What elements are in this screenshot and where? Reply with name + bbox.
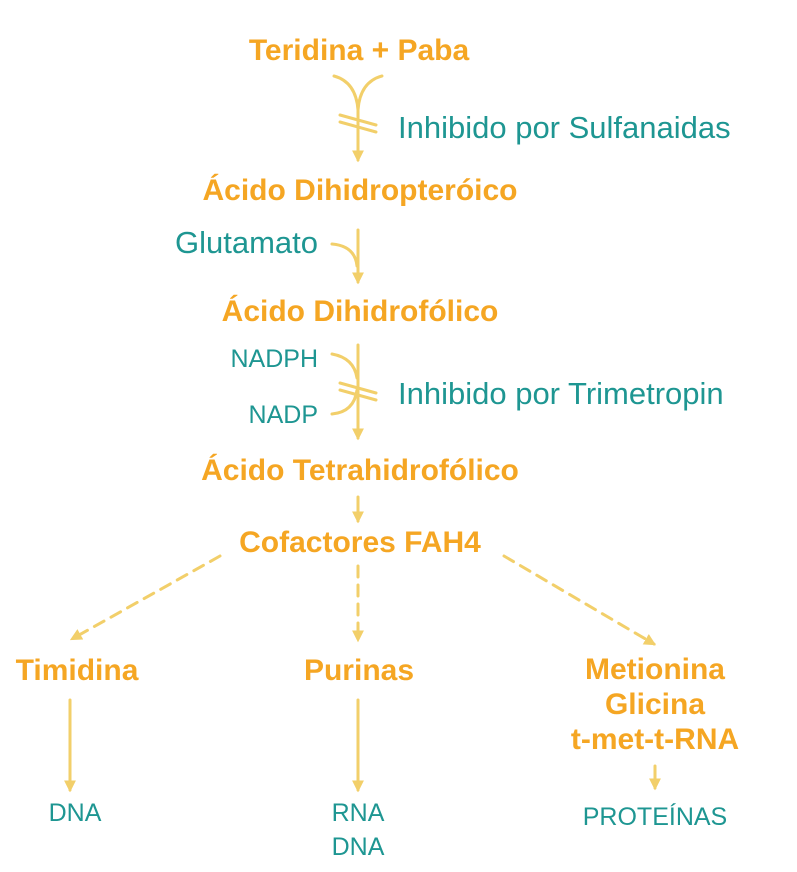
step-acido-dihidrofolico: Ácido Dihidrofólico (221, 295, 499, 328)
step-cofactores-fah4: Cofactores FAH4 (239, 526, 481, 559)
merge-curve-right (356, 74, 384, 112)
branch-t-met-t-rna: t-met-t-RNA (570, 723, 740, 756)
inhibit-mark-2a (338, 381, 378, 395)
merge-curve-left (332, 74, 360, 112)
branch-metionina-group: Metionina Glicina t-met-t-RNA (571, 652, 739, 757)
annotation-inhibido-trimetropin: Inhibido por Trimetropin (398, 376, 724, 411)
annotation-inhibido-sulfanaidas: Inhibido por Sulfanaidas (398, 110, 731, 145)
output-dna: DNA (48, 799, 102, 827)
step-acido-tetrahidrofolico: Ácido Tetrahidrofólico (201, 454, 519, 487)
output-rna: RNA (331, 799, 385, 827)
nadph-curve (330, 352, 359, 380)
branch-timidina: Timidina (15, 654, 139, 687)
output-dna-2: DNA (331, 833, 385, 861)
step-teridina-paba: Teridina + Paba (248, 34, 470, 67)
branch-glicina: Glicina (604, 688, 706, 721)
inhibit-mark-1a (338, 113, 378, 127)
output-proteinas: PROTEÍNAS (582, 803, 728, 831)
annotation-nadp: NADP (248, 401, 318, 429)
arrow-to-timidina (69, 554, 222, 641)
branch-purinas: Purinas (303, 654, 415, 687)
step-acido-dihidropteroico: Ácido Dihidropteróico (202, 174, 518, 207)
glutamato-curve (330, 242, 359, 268)
arrow-to-metionina (502, 554, 657, 646)
annotation-nadph: NADPH (230, 345, 318, 373)
annotation-glutamato: Glutamato (174, 225, 318, 260)
output-rna-dna-group: RNA DNA (332, 796, 385, 864)
inhibit-mark-1b (338, 120, 378, 134)
inhibit-mark-2b (338, 388, 378, 402)
branch-metionina: Metionina (584, 653, 725, 686)
